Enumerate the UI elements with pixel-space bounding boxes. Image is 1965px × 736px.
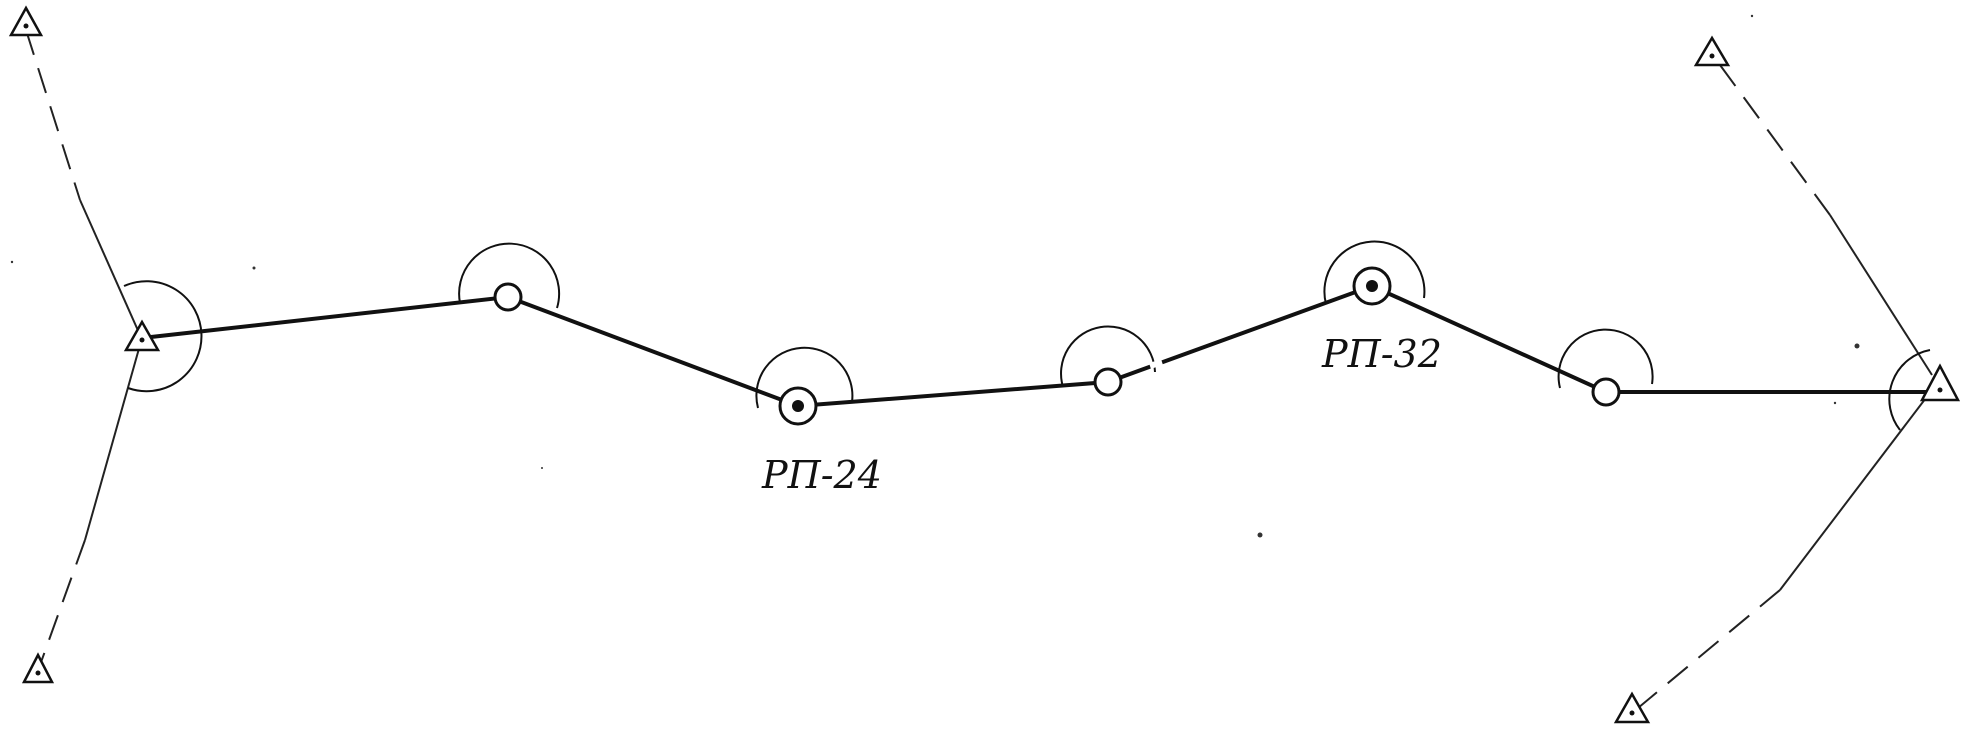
orient-line-left-top-solid	[79, 199, 141, 336]
orient-line-right-top-solid	[1829, 214, 1933, 376]
benchmark-32	[1352, 266, 1392, 306]
benchmark-24-dot	[792, 400, 804, 412]
orient-line-left-bottom-solid	[84, 344, 141, 541]
triangle-point-bottom-left	[21, 652, 55, 684]
traverse-stations	[493, 282, 1621, 407]
traverse-station-5	[1591, 377, 1621, 407]
orient-line-right-bottom-solid	[1779, 389, 1933, 591]
angle-arc-start	[123, 280, 203, 393]
angle-arc-station-5	[1557, 328, 1654, 389]
angle-arc-station-1	[458, 242, 561, 309]
triangulation-points	[8, 5, 1961, 724]
benchmark-32-dot	[1366, 280, 1378, 292]
triangle-point-top-right	[1693, 35, 1731, 67]
angle-arcs	[123, 240, 1931, 431]
triangle-point-start	[123, 319, 161, 352]
scan-specks	[10, 14, 1860, 538]
triangle-point-top-left	[8, 5, 44, 37]
angle-arc-benchmark-32	[1323, 240, 1426, 305]
angle-arc-end	[1888, 349, 1931, 431]
benchmark-24	[778, 386, 818, 426]
traverse-station-1	[493, 282, 523, 312]
right-orientation-lines	[1637, 64, 1933, 709]
left-orientation-lines	[25, 29, 141, 666]
orient-line-left-bottom-dashed	[39, 539, 86, 666]
traverse-line	[140, 283, 1932, 409]
triangle-point-end	[1919, 363, 1961, 402]
benchmark-32-label: РП-32	[1321, 332, 1442, 376]
angle-arc-benchmark-24	[755, 346, 854, 409]
orient-line-right-top-dashed	[1719, 64, 1831, 216]
orient-line-left-top-dashed	[25, 29, 81, 201]
traverse-line-gap	[1149, 359, 1163, 369]
orient-line-right-bottom-dashed	[1637, 589, 1781, 709]
angle-arc-station-3	[1060, 325, 1156, 388]
benchmark-24-label: РП-24	[761, 453, 882, 497]
traverse-station-3	[1093, 367, 1123, 397]
triangle-point-bottom-right	[1613, 691, 1651, 724]
